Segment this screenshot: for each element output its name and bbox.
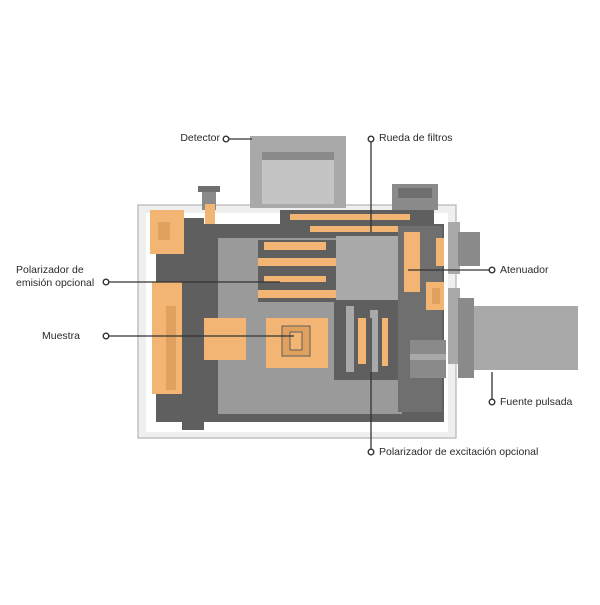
- attenuator-right-foot-line: [410, 354, 446, 360]
- right-flange-upper-2: [458, 232, 480, 266]
- label-detector: Detector: [180, 132, 220, 144]
- leader-dot-filter-wheel: [367, 135, 375, 143]
- leader-dot-detector: [222, 135, 230, 143]
- attenuator-right-disc: [436, 238, 444, 266]
- sample-cuvette-inner: [289, 331, 303, 351]
- excitation-polarizer-plate3: [370, 310, 378, 372]
- detector-window: [262, 152, 334, 204]
- mono-upper-bar2: [258, 258, 336, 266]
- leader-dot-emission: [102, 278, 110, 286]
- label-attenuator: Atenuador: [500, 264, 549, 276]
- mono-upper-bar1: [264, 242, 326, 250]
- label-emission-polarizer: Polarizador de emisión opcional: [16, 264, 94, 290]
- mono-upper-bar4: [258, 290, 336, 298]
- right-flange-lower: [448, 288, 460, 364]
- detector-stripe: [262, 152, 334, 160]
- attenuator-housing: [336, 236, 398, 306]
- attenuator-right-lens-core: [432, 288, 440, 304]
- pulsed-source-housing: [458, 306, 578, 370]
- label-pulsed-source: Fuente pulsada: [500, 396, 573, 408]
- emission-polarizer-slot: [158, 222, 170, 240]
- leader-dot-attenuator: [488, 266, 496, 274]
- excitation-polarizer-plate4: [382, 318, 388, 366]
- label-sample: Muestra: [42, 330, 80, 342]
- leader-dot-excitation: [367, 448, 375, 456]
- sample-holder: [204, 318, 246, 360]
- label-filter-wheel: Rueda de filtros: [379, 132, 453, 144]
- filter-wheel-bar2: [310, 226, 420, 232]
- motor-block-top: [398, 188, 432, 198]
- left-column: [182, 218, 204, 430]
- filter-wheel-bar1: [290, 214, 410, 220]
- label-excitation-polarizer: Polarizador de excitación opcional: [379, 446, 539, 458]
- excitation-polarizer-plate2: [358, 318, 366, 364]
- leader-dot-pulsed: [488, 398, 496, 406]
- top-knob-cap: [198, 186, 220, 192]
- leader-dot-sample: [102, 332, 110, 340]
- leader-lines: [106, 138, 493, 452]
- left-lens-inner: [166, 306, 176, 390]
- label-emission-polarizer-line2: emisión opcional: [16, 277, 95, 289]
- attenuator-right-panel: [404, 232, 420, 292]
- leader-endpoints: [102, 135, 496, 456]
- top-knob-orange: [205, 204, 215, 224]
- pulsed-source-collar: [458, 298, 474, 378]
- right-flange-upper: [448, 222, 460, 274]
- mono-upper-bar3: [264, 276, 326, 282]
- excitation-polarizer-plate1: [346, 306, 354, 372]
- label-emission-polarizer-line1: Polarizador de: [16, 264, 84, 276]
